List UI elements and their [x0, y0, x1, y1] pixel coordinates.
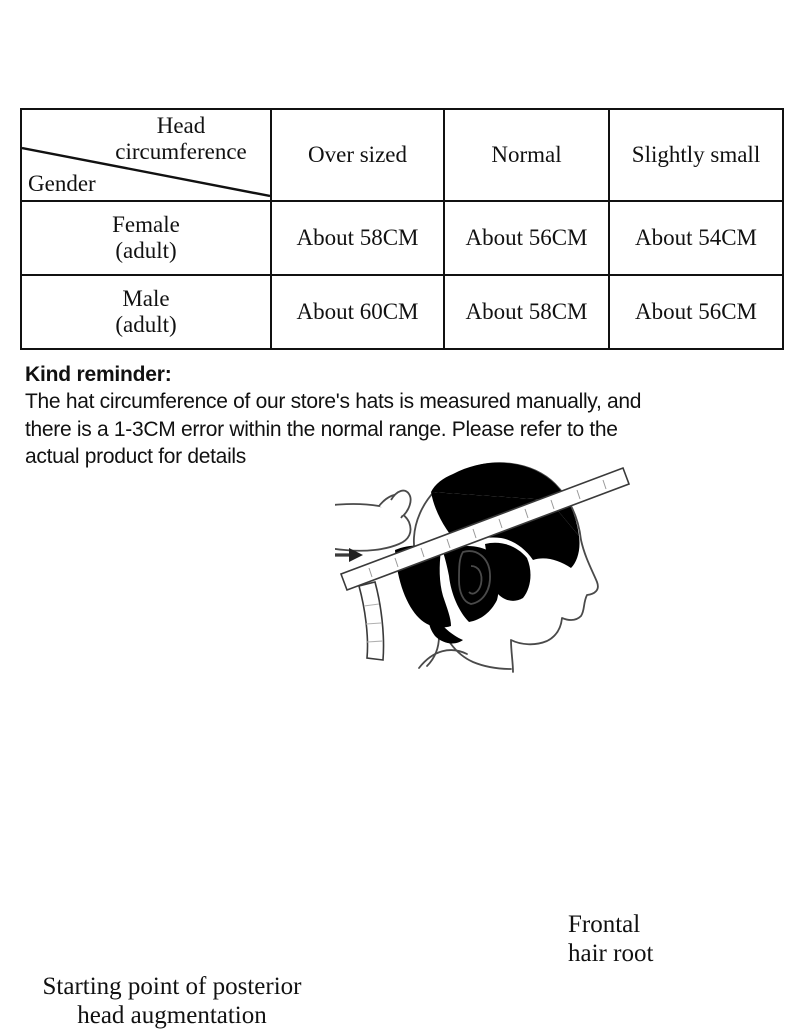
- row-header-male-line2: (adult): [115, 312, 177, 337]
- corner-col-header-label: Gender: [28, 170, 96, 196]
- corner-row-header-label: Head circumference: [96, 113, 266, 165]
- cell-male-over-sized: About 60CM: [270, 274, 445, 350]
- posterior-arrow-icon: [335, 548, 363, 562]
- corner-row-header-line2: circumference: [115, 139, 247, 165]
- posterior-label-line1: Starting point of posterior: [42, 973, 302, 1000]
- row-header-male-line1: Male: [122, 285, 170, 311]
- table-header-row: Head circumference Gender Over sized Nor…: [20, 108, 784, 202]
- head-circumference-size-table: Head circumference Gender Over sized Nor…: [20, 108, 784, 350]
- row-header-female-line1: Female: [112, 211, 180, 237]
- posterior-label-line2: head augmentation: [77, 1002, 267, 1029]
- cell-male-slightly-small: About 56CM: [608, 274, 784, 350]
- frontal-label-line2: hair root: [568, 940, 654, 967]
- cell-female-over-sized: About 58CM: [270, 200, 445, 276]
- table-row: Female (adult) About 58CM About 56CM Abo…: [20, 200, 784, 276]
- reminder-line-1: The hat circumference of our store's hat…: [25, 390, 642, 414]
- column-header-over-sized: Over sized: [270, 108, 445, 202]
- cell-female-slightly-small: About 54CM: [608, 200, 784, 276]
- head-measurement-diagram: Frontal hair root Starting point of post…: [0, 440, 800, 1029]
- kind-reminder-block: Kind reminder: The hat circumference of …: [25, 362, 785, 470]
- cell-female-normal: About 56CM: [443, 200, 610, 276]
- ear-outline: [458, 550, 491, 605]
- frontal-label-line1: Frontal: [568, 911, 641, 938]
- row-header-male: Male (adult): [20, 274, 272, 350]
- hand-outline: [335, 489, 412, 552]
- reminder-line-3: actual product for details: [25, 445, 246, 469]
- table-row: Male (adult) About 60CM About 58CM About…: [20, 274, 784, 350]
- posterior-head-augmentation-label: Starting point of posterior head augment…: [22, 972, 322, 1030]
- column-header-normal: Normal: [443, 108, 610, 202]
- table-corner-cell: Head circumference Gender: [20, 108, 272, 202]
- column-header-slightly-small: Slightly small: [608, 108, 784, 202]
- corner-diagonal-divider: [23, 146, 269, 198]
- reminder-title: Kind reminder:: [25, 363, 172, 386]
- reminder-line-2: there is a 1-3CM error within the normal…: [25, 417, 618, 441]
- row-header-female: Female (adult): [20, 200, 272, 276]
- cell-male-normal: About 58CM: [443, 274, 610, 350]
- row-header-female-line2: (adult): [115, 238, 177, 263]
- corner-row-header-line1: Head: [156, 113, 206, 138]
- measuring-tape: [339, 466, 631, 661]
- frontal-hair-root-label: Frontal hair root: [568, 910, 653, 968]
- head-profile-illustration: [335, 462, 631, 673]
